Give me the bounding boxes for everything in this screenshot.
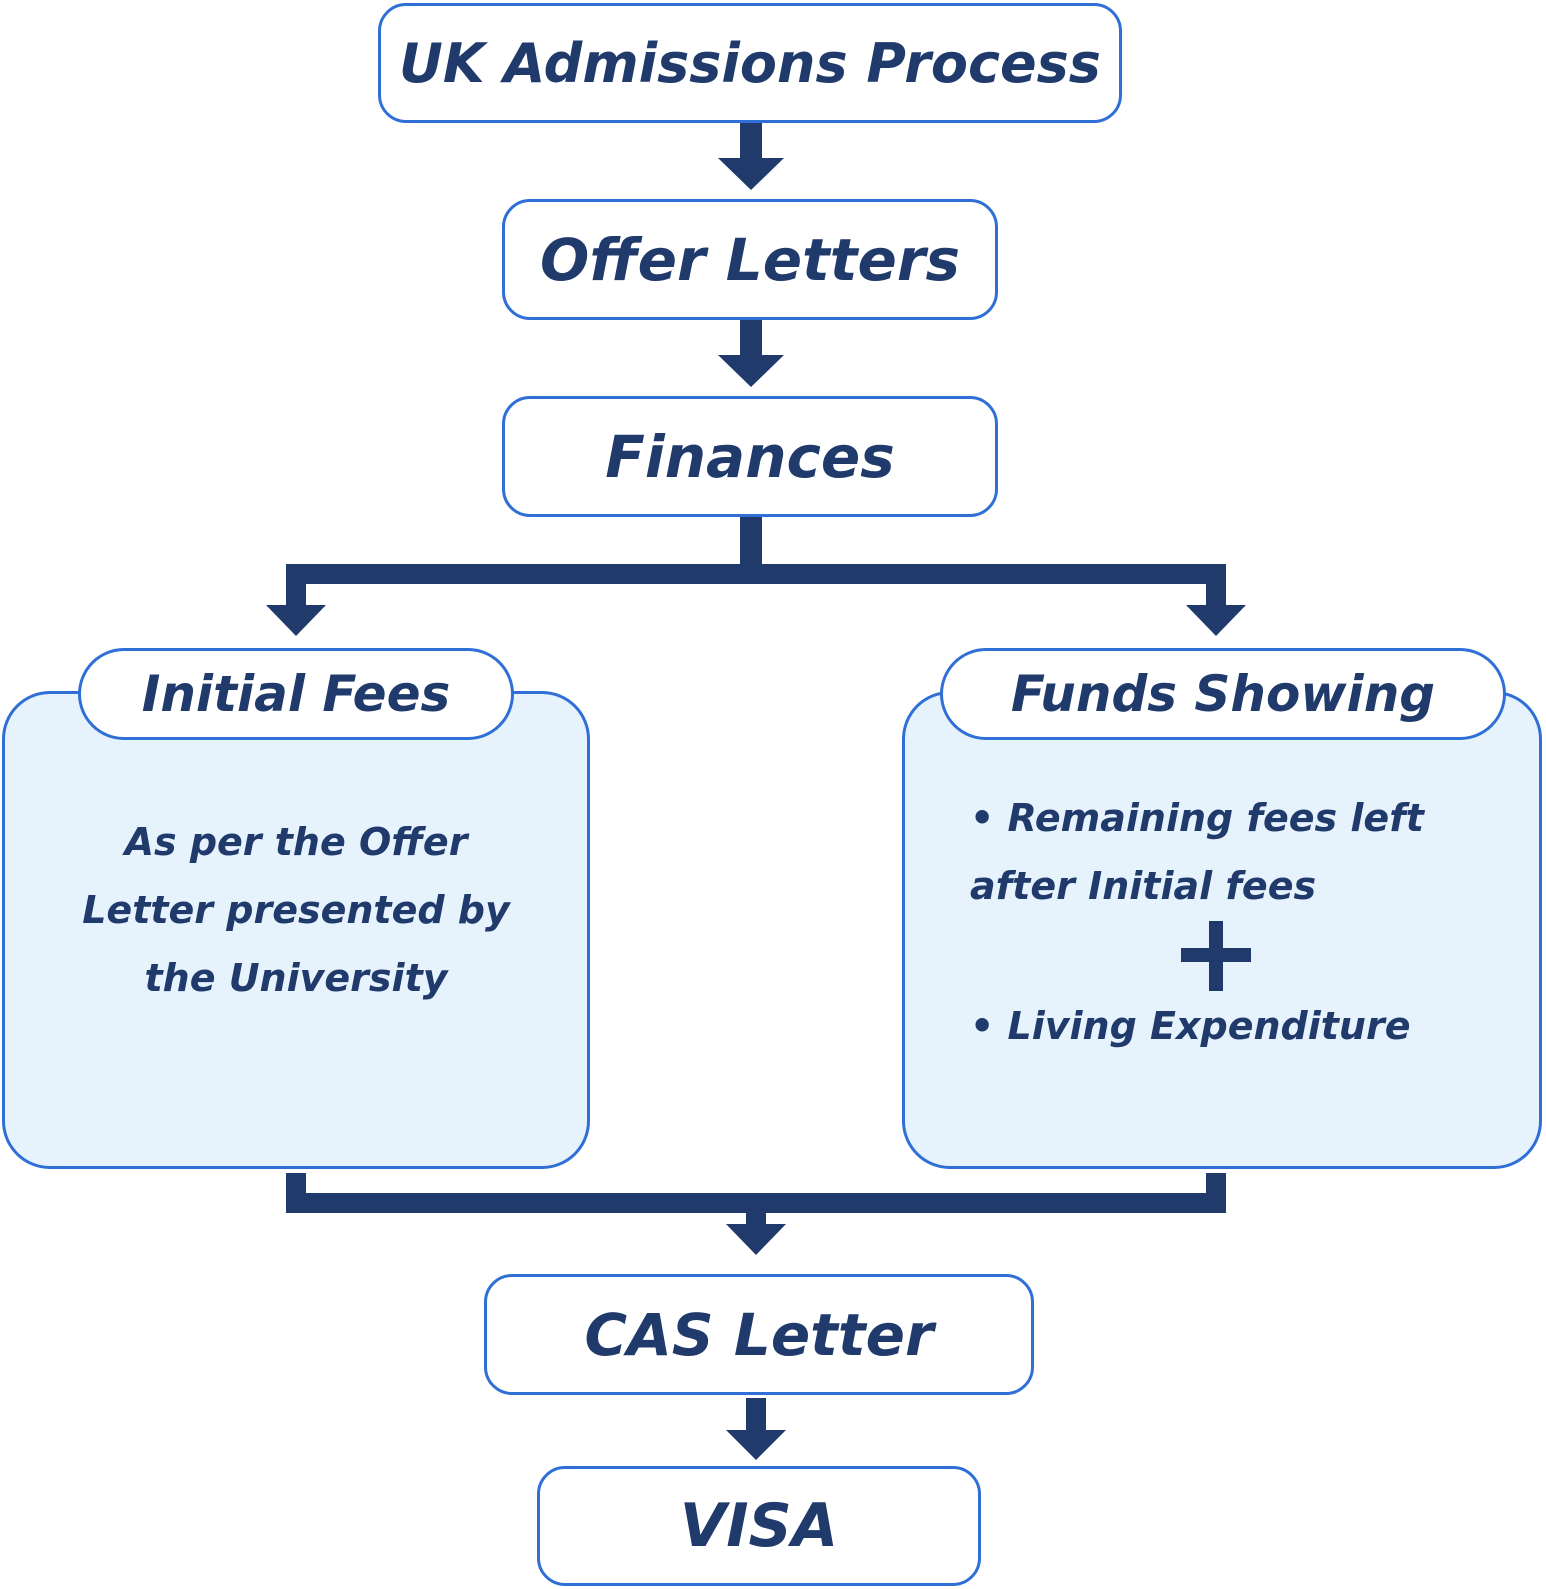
node-cas-letter: CAS Letter (484, 1274, 1034, 1395)
connector-right-drop (1206, 564, 1226, 608)
node-uk-admissions-process: UK Admissions Process (378, 3, 1122, 123)
text-line: • Remaining fees left (970, 796, 1424, 840)
node-finances: Finances (502, 396, 998, 517)
node-label: Finances (605, 422, 895, 491)
arrowhead-initial-fees (266, 605, 326, 636)
node-label: CAS Letter (584, 1300, 934, 1369)
arrowhead-finances (718, 355, 784, 387)
node-label: UK Admissions Process (399, 31, 1101, 95)
node-visa: VISA (537, 1466, 981, 1586)
connector-offer-finances (740, 319, 762, 357)
node-label: Offer Letters (540, 225, 960, 294)
connector-cas-visa (746, 1398, 766, 1432)
text-line: • Living Expenditure (970, 1004, 1411, 1048)
arrowhead-visa (726, 1430, 786, 1460)
connector-finances-down (740, 515, 762, 572)
panel-title: Funds Showing (1010, 665, 1436, 723)
connector-join-down (746, 1193, 766, 1227)
text-line: the University (144, 956, 448, 1000)
panel-title: Initial Fees (141, 665, 451, 723)
funds-showing-bullet-1: • Remaining fees left after Initial fees (970, 784, 1510, 920)
plus-icon (1181, 921, 1251, 991)
node-offer-letters: Offer Letters (502, 199, 998, 320)
funds-showing-bullet-2: • Living Expenditure (970, 992, 1510, 1060)
tab-funds-showing: Funds Showing (940, 648, 1506, 740)
initial-fees-description: As per the Offer Letter presented by the… (30, 808, 562, 1012)
text-line: As per the Offer (124, 820, 468, 864)
node-label: VISA (679, 1491, 839, 1561)
arrowhead-offer (718, 158, 784, 190)
text-line: Letter presented by (82, 888, 510, 932)
panel-initial-fees (2, 691, 590, 1169)
tab-initial-fees: Initial Fees (78, 648, 514, 740)
arrowhead-funds-showing (1186, 605, 1246, 636)
arrowhead-cas (726, 1224, 786, 1255)
connector-left-drop (286, 564, 306, 608)
connector-title-offer (740, 122, 762, 160)
connector-split-bar (286, 564, 1224, 584)
text-line: after Initial fees (970, 864, 1317, 908)
